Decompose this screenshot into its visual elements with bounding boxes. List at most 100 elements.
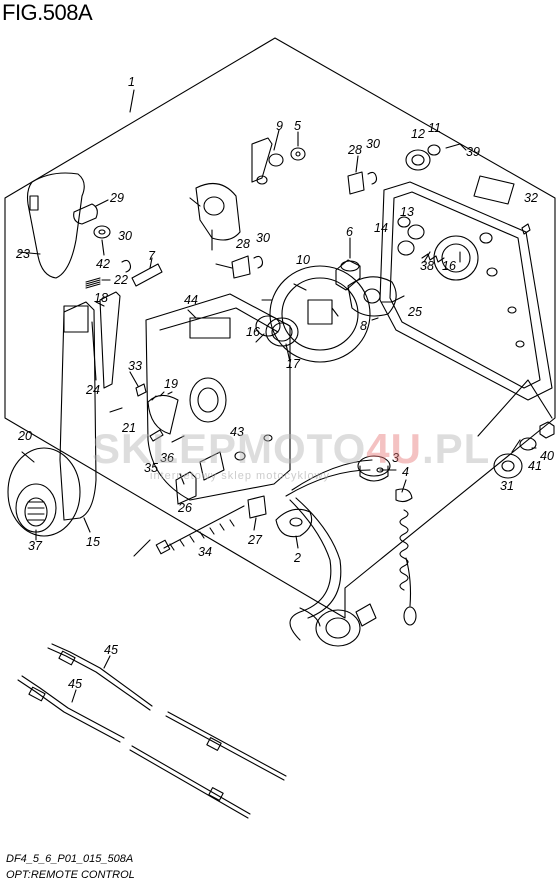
- part-4-lanyard-hook: [403, 606, 417, 626]
- leader-20: [21, 451, 35, 463]
- callout-43: 43: [230, 425, 244, 439]
- part-13-pinion: [397, 216, 411, 228]
- leader-27: [253, 517, 257, 531]
- part-45-cable-upper-end: [165, 715, 285, 781]
- part-34-bolt: [163, 505, 245, 549]
- callout-45b: 45: [68, 677, 82, 691]
- callout-18: 18: [94, 291, 108, 305]
- part-4-lanyard-clip: [395, 488, 413, 503]
- callout-12: 12: [411, 127, 425, 141]
- callout-26: 26: [177, 501, 192, 515]
- leader-44: [187, 309, 197, 319]
- leader-9: [273, 129, 280, 151]
- part-30-clip-mid: [253, 255, 264, 269]
- part-9-washer: [268, 153, 284, 167]
- part-21-screw: [109, 407, 123, 413]
- callout-24: 24: [85, 383, 100, 397]
- part-42-washer: [93, 225, 111, 239]
- part-23-grip: [26, 172, 85, 279]
- callout-7: 7: [148, 249, 156, 263]
- watermark-brand-suffix: .PL: [421, 425, 491, 472]
- part-26-bracket: [175, 471, 197, 505]
- callout-30c: 30: [256, 231, 270, 245]
- leader-28a: [215, 263, 233, 269]
- figure-code: DF4_5_6_P01_015_508A: [6, 853, 134, 865]
- right-group-outline: [477, 379, 553, 437]
- leader-31: [511, 439, 521, 453]
- leader-15: [83, 517, 91, 533]
- part-45-cable-upper: [47, 647, 151, 711]
- callout-labels: 1 9 5 12 11 39 28 30 29 32 13 14 6 30 28…: [15, 75, 554, 691]
- leader-45a: [103, 655, 111, 669]
- callout-30b: 30: [118, 229, 132, 243]
- part-30-clip-upper: [367, 171, 378, 185]
- part-31-ring: [493, 453, 523, 479]
- callout-41: 41: [528, 459, 542, 473]
- watermark-brand-accent: 4U: [366, 425, 422, 472]
- part-25-screw: [391, 295, 405, 303]
- part-3-harness: [285, 469, 371, 497]
- callout-5: 5: [294, 119, 301, 133]
- leader-34: [133, 539, 151, 557]
- callout-35: 35: [144, 461, 158, 475]
- leader-8: [331, 307, 339, 317]
- callout-28a: 28: [347, 143, 362, 157]
- callout-13: 13: [400, 205, 414, 219]
- leader-42: [101, 239, 105, 256]
- part-30-clip-left: [121, 259, 132, 273]
- part-35-screw: [149, 429, 164, 442]
- part-37-knob: [24, 497, 48, 527]
- leader-18: [95, 301, 105, 307]
- callout-11: 11: [428, 121, 441, 135]
- callout-1: 1: [128, 75, 135, 89]
- callout-3: 3: [392, 451, 399, 465]
- leader-7: [149, 257, 153, 269]
- callout-21: 21: [121, 421, 136, 435]
- callout-44: 44: [184, 293, 198, 307]
- part-28-clip-upper: [347, 171, 365, 195]
- callout-42: 42: [96, 257, 110, 271]
- part-9-link: [251, 137, 273, 183]
- part-36-screw: [171, 435, 185, 443]
- callout-30a: 30: [366, 137, 380, 151]
- part-5-washer: [290, 147, 306, 161]
- callout-25: 25: [407, 305, 422, 319]
- part-4-lanyard-coil: [399, 509, 409, 591]
- callout-19: 19: [164, 377, 178, 391]
- callout-6: 6: [346, 225, 353, 239]
- part-43-plate: [199, 451, 225, 481]
- leader-26: [179, 473, 185, 485]
- part-cover-plate: [379, 181, 553, 401]
- part-3-harness-loop: [289, 499, 332, 641]
- part-2-grommet: [275, 508, 313, 538]
- leader-4: [401, 479, 407, 493]
- callout-23: 23: [15, 247, 30, 261]
- callout-22: 22: [113, 273, 128, 287]
- watermark-logo: SKLEPMOTO4U.PL: [92, 425, 490, 473]
- part-44-hole: [234, 451, 246, 461]
- callout-9: 9: [276, 119, 283, 133]
- part-16-ring-b: [433, 235, 479, 281]
- callout-16b: 16: [442, 259, 456, 273]
- leader-28b: [355, 155, 359, 173]
- part-22-spring: [85, 277, 101, 289]
- part-16-ring: [255, 315, 281, 337]
- leader-bracket: [189, 197, 201, 207]
- part-11-washer: [427, 144, 441, 156]
- leader-2: [295, 535, 299, 549]
- part-18-plate: [99, 291, 121, 389]
- connector-plug: [315, 609, 361, 647]
- callout-36: 36: [160, 451, 174, 465]
- callout-10: 10: [296, 253, 310, 267]
- callout-4: 4: [402, 465, 409, 479]
- part-19-bore: [189, 377, 227, 423]
- part-33-screw: [135, 383, 147, 397]
- leader-38: [423, 251, 431, 263]
- callout-40: 40: [540, 449, 554, 463]
- connector-tab: [355, 603, 377, 627]
- part-38-spring: [421, 253, 445, 263]
- part-12-bushing: [405, 149, 431, 171]
- part-44-label-plate: [189, 317, 231, 339]
- leader-16a: [255, 333, 265, 343]
